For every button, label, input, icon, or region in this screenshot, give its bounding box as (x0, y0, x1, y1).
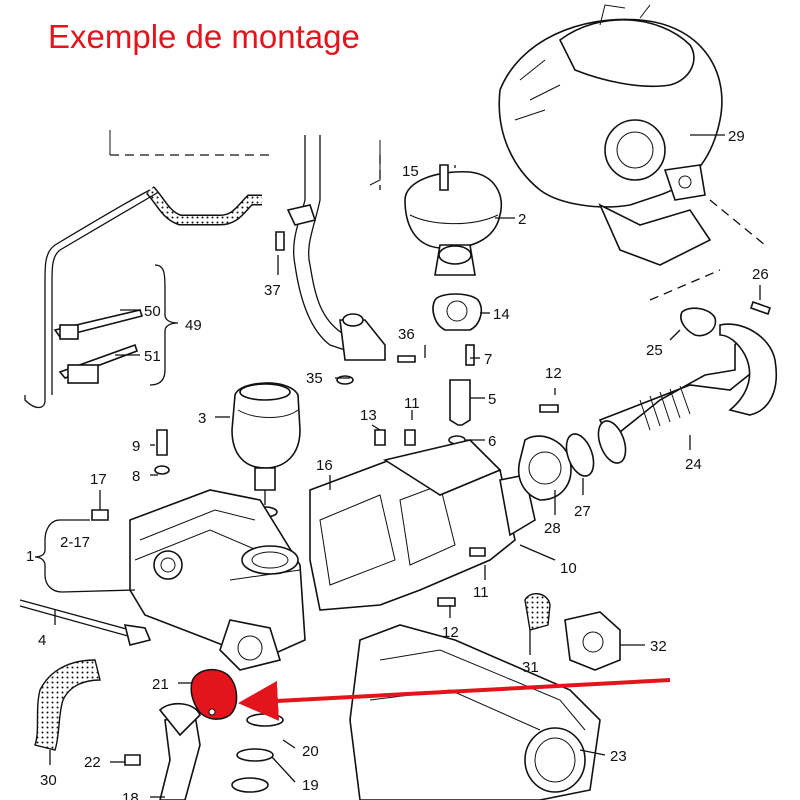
callout-27: 27 (574, 503, 591, 520)
hose-30 (34, 659, 101, 751)
callout-3: 3 (198, 410, 206, 427)
hose-31 (524, 593, 551, 631)
bolts (91, 164, 772, 766)
callout-9: 9 (132, 438, 140, 455)
seal-27 (565, 433, 595, 477)
callout-11b: 11 (473, 584, 489, 601)
callout-49: 49 (185, 317, 202, 334)
highlight-arrow (238, 678, 671, 721)
pipe-ring (231, 777, 269, 793)
callout-2-17: 2-17 (60, 534, 90, 551)
callout-32: 32 (650, 638, 667, 655)
callout-26: 26 (752, 266, 769, 283)
callout-14: 14 (493, 306, 510, 323)
callout-10: 10 (560, 560, 577, 577)
callout-20: 20 (302, 743, 319, 760)
bolt-7 (465, 344, 475, 366)
boundary-line (649, 269, 721, 301)
cable-tie-51 (58, 343, 139, 384)
callout-8: 8 (132, 468, 140, 485)
pipe-18 (158, 702, 201, 800)
gasket-21-highlighted (190, 668, 238, 720)
callout-17: 17 (90, 471, 107, 488)
intake-manifold (349, 624, 601, 800)
sensor-4 (19, 599, 152, 646)
page-title: Exemple de montage (48, 18, 360, 55)
egr-cooler (129, 489, 306, 671)
callout-22: 22 (84, 754, 101, 771)
clamp-28 (518, 435, 572, 501)
vacuum-hose (24, 186, 262, 409)
callout-37: 37 (264, 282, 281, 299)
callout-19: 19 (302, 777, 319, 794)
callout-numbers: 29 15 2 37 50 49 51 36 14 7 5 6 35 3 9 8… (26, 128, 769, 800)
callout-23: 23 (610, 748, 627, 765)
callout-36: 36 (398, 326, 415, 343)
callout-1: 1 (26, 548, 34, 565)
bracket-49 (149, 264, 179, 386)
callout-18: 18 (122, 790, 139, 800)
callout-31: 31 (522, 659, 539, 676)
callout-16: 16 (316, 457, 333, 474)
cable-tie-50 (53, 309, 144, 340)
callout-24: 24 (685, 456, 702, 473)
leader-lines (49, 134, 761, 798)
callout-50: 50 (144, 303, 161, 320)
callout-5: 5 (488, 391, 496, 408)
callout-15: 15 (402, 163, 419, 180)
temperature-sensor (449, 379, 471, 426)
egr-housing (309, 439, 536, 611)
callout-21: 21 (152, 676, 169, 693)
callout-12b: 12 (442, 624, 459, 641)
egr-valve (404, 170, 502, 276)
boundary-line (709, 199, 766, 246)
flange-32 (564, 611, 621, 671)
callout-28: 28 (544, 520, 561, 537)
callout-4: 4 (38, 632, 46, 649)
callout-25: 25 (646, 342, 663, 359)
gasket-14 (432, 293, 482, 331)
callout-35: 35 (306, 370, 323, 387)
callout-30: 30 (40, 772, 57, 789)
callout-51: 51 (144, 348, 161, 365)
callout-29: 29 (728, 128, 745, 145)
callout-7: 7 (484, 351, 492, 368)
callout-6: 6 (488, 433, 496, 450)
exhaust-pipe (597, 307, 777, 464)
callout-12: 12 (545, 365, 562, 382)
turbocharger (498, 4, 723, 266)
callout-13: 13 (360, 407, 377, 424)
clamp-20 (246, 713, 284, 727)
callout-11: 11 (404, 395, 420, 412)
hose-37 (286, 135, 386, 361)
callout-2: 2 (518, 211, 526, 228)
bracket-1 (34, 519, 136, 593)
seal-19 (236, 748, 274, 762)
